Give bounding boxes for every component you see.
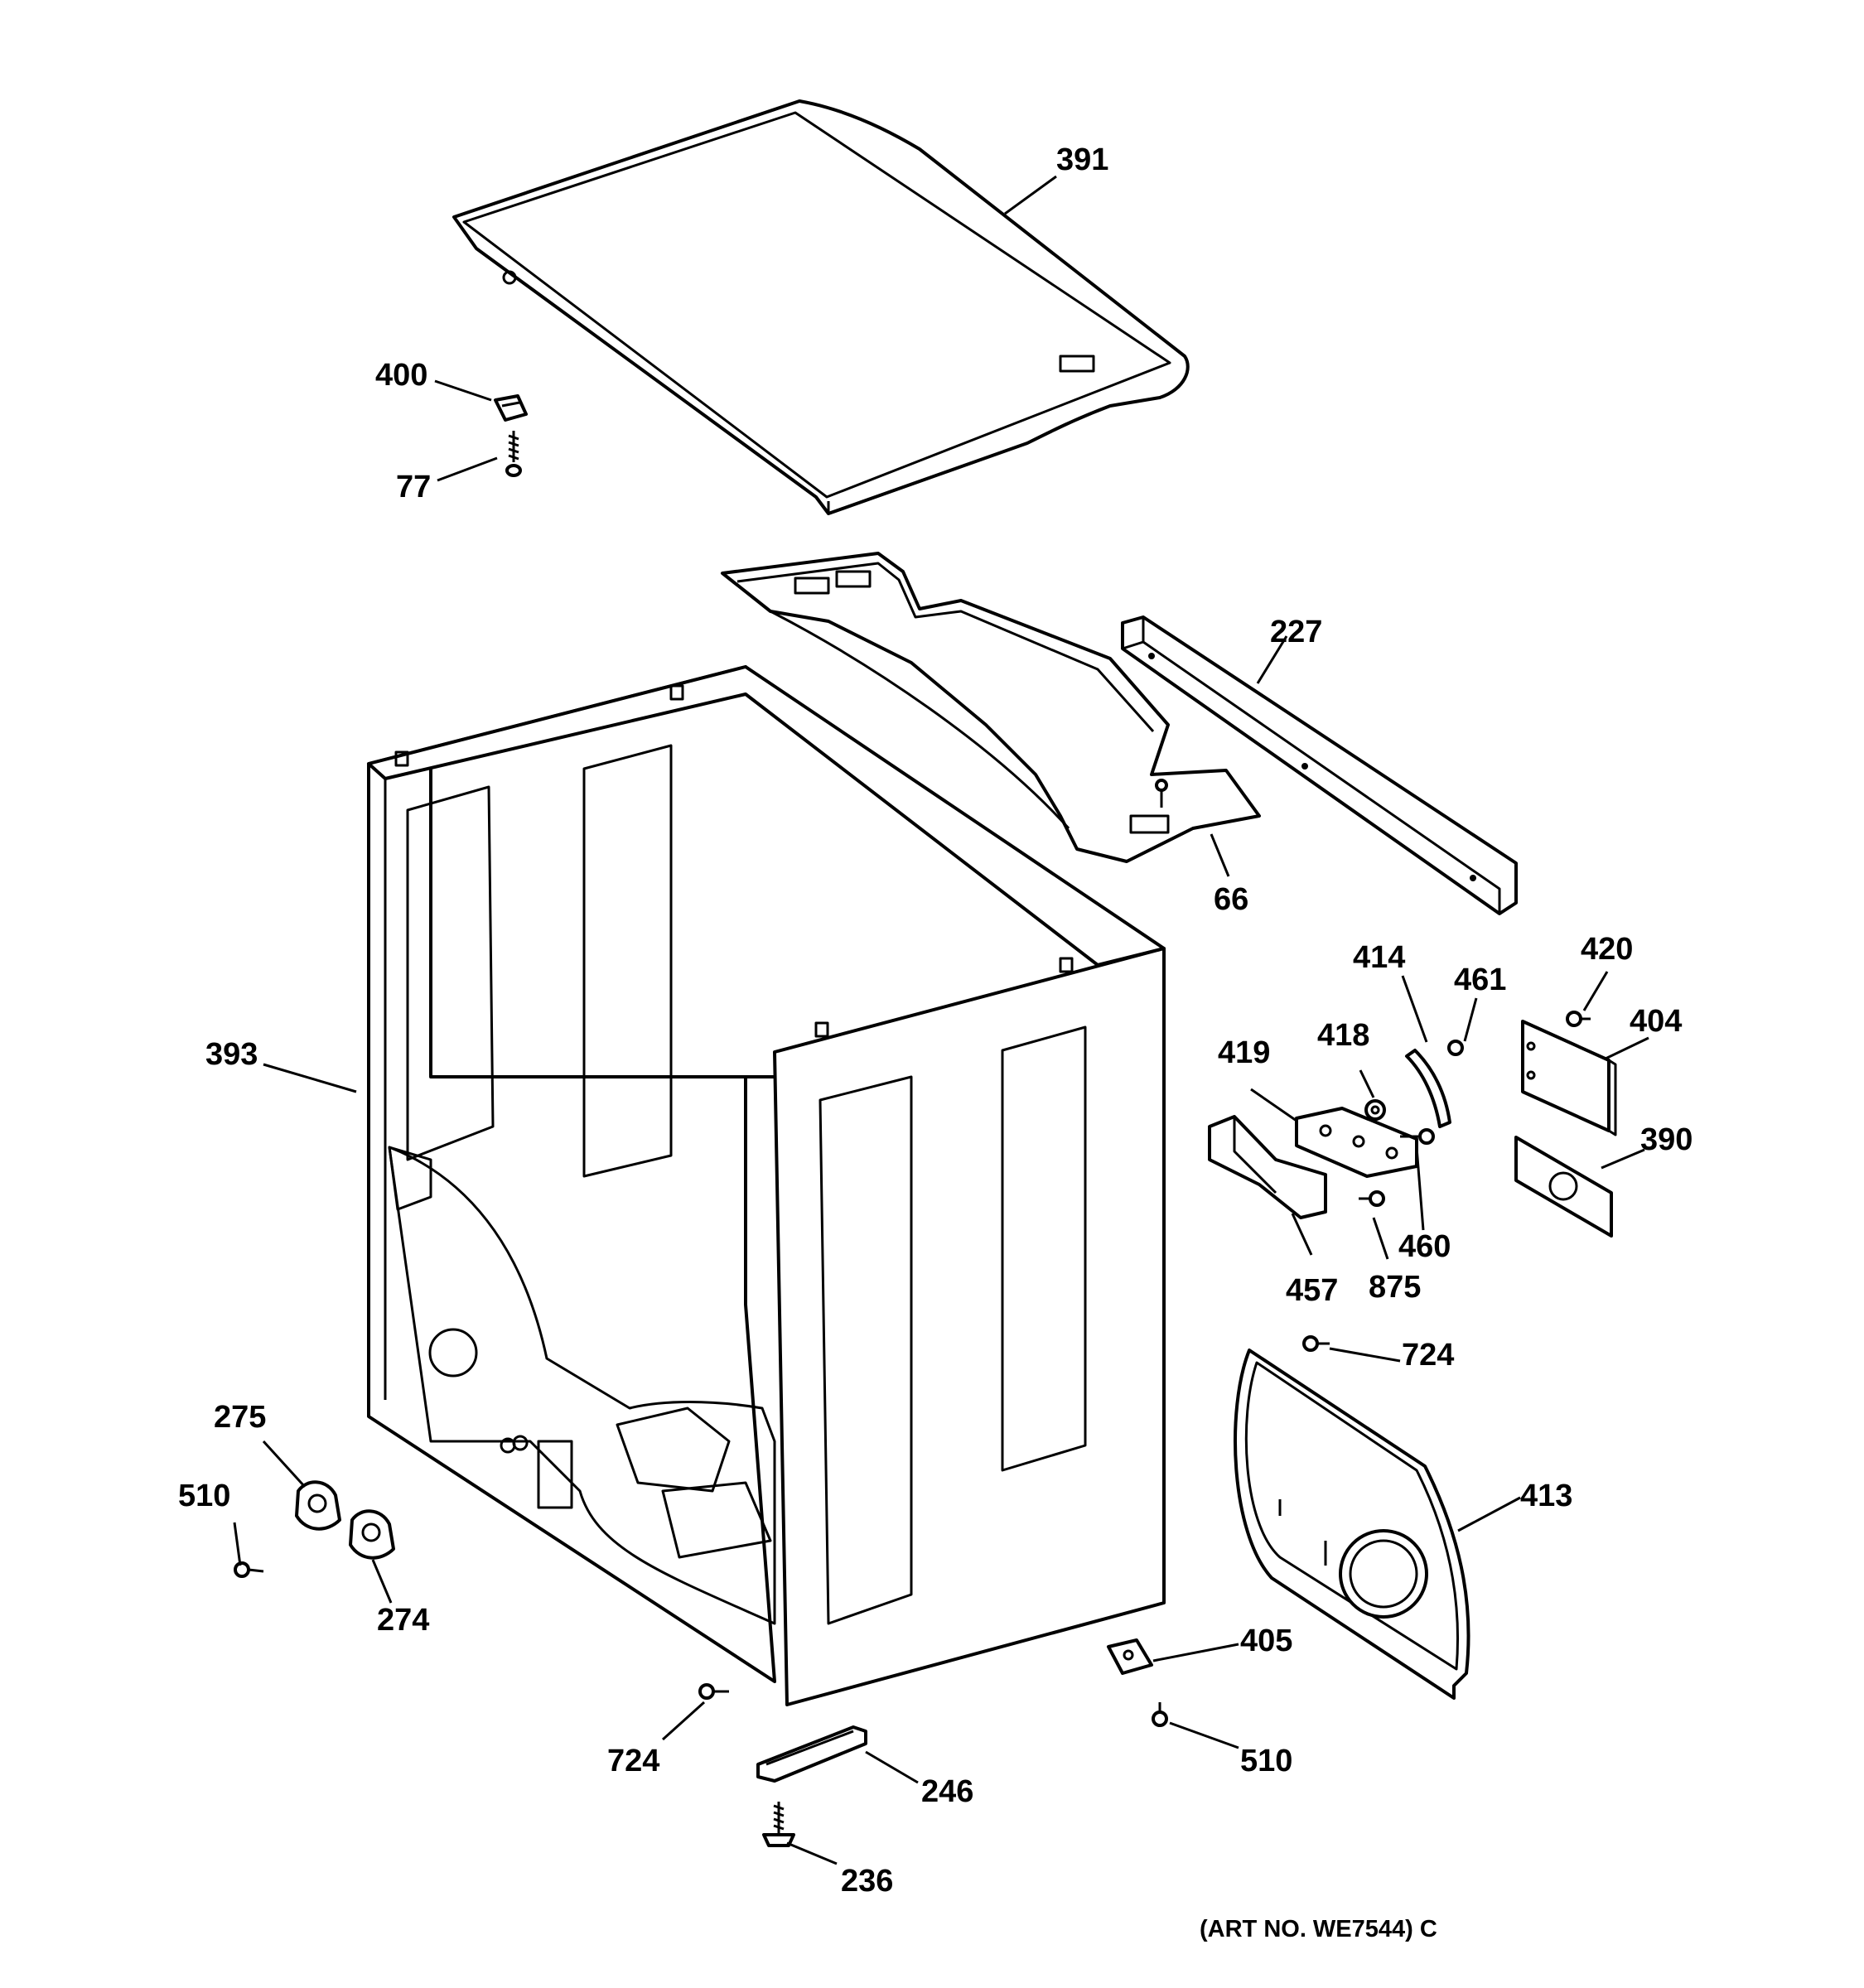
bracket-404: [1521, 1020, 1617, 1136]
leveling-leg-236: [762, 1802, 795, 1847]
part-label-404: 404: [1630, 1004, 1682, 1039]
small-screw-461: [1447, 1040, 1464, 1056]
nut-418: [1364, 1099, 1386, 1121]
plate-390: [1514, 1136, 1613, 1238]
part-label-420: 420: [1581, 932, 1633, 967]
part-label-405: 405: [1240, 1624, 1292, 1658]
top-rail: [1121, 615, 1518, 915]
part-label-418: 418: [1317, 1018, 1369, 1053]
roller-275: [295, 1480, 341, 1531]
roller-274: [349, 1509, 395, 1560]
part-label-390: 390: [1640, 1122, 1693, 1157]
part-label-246: 246: [921, 1774, 973, 1809]
part-label-724-right: 724: [1402, 1338, 1454, 1373]
screw-875: [1359, 1190, 1385, 1207]
top-panel: [452, 99, 1190, 515]
part-label-419: 419: [1218, 1035, 1270, 1070]
screw-460: [1400, 1128, 1435, 1145]
part-label-457: 457: [1286, 1273, 1338, 1308]
part-label-66: 66: [1214, 882, 1248, 917]
part-label-274: 274: [377, 1603, 429, 1638]
strap-part: [1405, 1049, 1451, 1128]
rear-panel: [1234, 1349, 1470, 1700]
part-label-510-left: 510: [178, 1479, 230, 1513]
part-label-77: 77: [396, 470, 431, 504]
part-label-414: 414: [1353, 940, 1405, 975]
screw-724-bottom: [698, 1683, 729, 1700]
part-label-460: 460: [1398, 1229, 1451, 1264]
clip-405: [1107, 1638, 1153, 1675]
leveling-bracket-246: [756, 1725, 867, 1783]
part-label-227: 227: [1270, 615, 1322, 649]
part-label-724-bottom: 724: [607, 1744, 659, 1778]
top-brace: [721, 552, 1261, 863]
part-label-413: 413: [1520, 1479, 1572, 1513]
screw-724-right: [1302, 1335, 1330, 1352]
leader-lines: [233, 175, 1649, 1865]
part-label-461: 461: [1454, 963, 1506, 997]
cabinet: [367, 665, 1166, 1706]
part-label-275: 275: [214, 1400, 266, 1435]
part-label-393: 393: [205, 1037, 258, 1072]
screw-510-bottom: [1152, 1702, 1168, 1727]
part-label-391: 391: [1056, 142, 1108, 177]
part-label-236: 236: [841, 1864, 893, 1899]
clip-part: [494, 394, 528, 422]
part-label-400: 400: [375, 358, 427, 393]
terminal-block-419: [1295, 1107, 1418, 1178]
bracket-457: [1208, 1115, 1327, 1219]
part-label-875: 875: [1369, 1270, 1421, 1305]
screw-part: [505, 431, 522, 477]
small-screw-420: [1566, 1011, 1591, 1027]
art-number: (ART NO. WE7544) C: [1200, 1916, 1437, 1942]
part-label-510-bottom: 510: [1240, 1744, 1292, 1778]
screw-510-left: [234, 1561, 264, 1578]
